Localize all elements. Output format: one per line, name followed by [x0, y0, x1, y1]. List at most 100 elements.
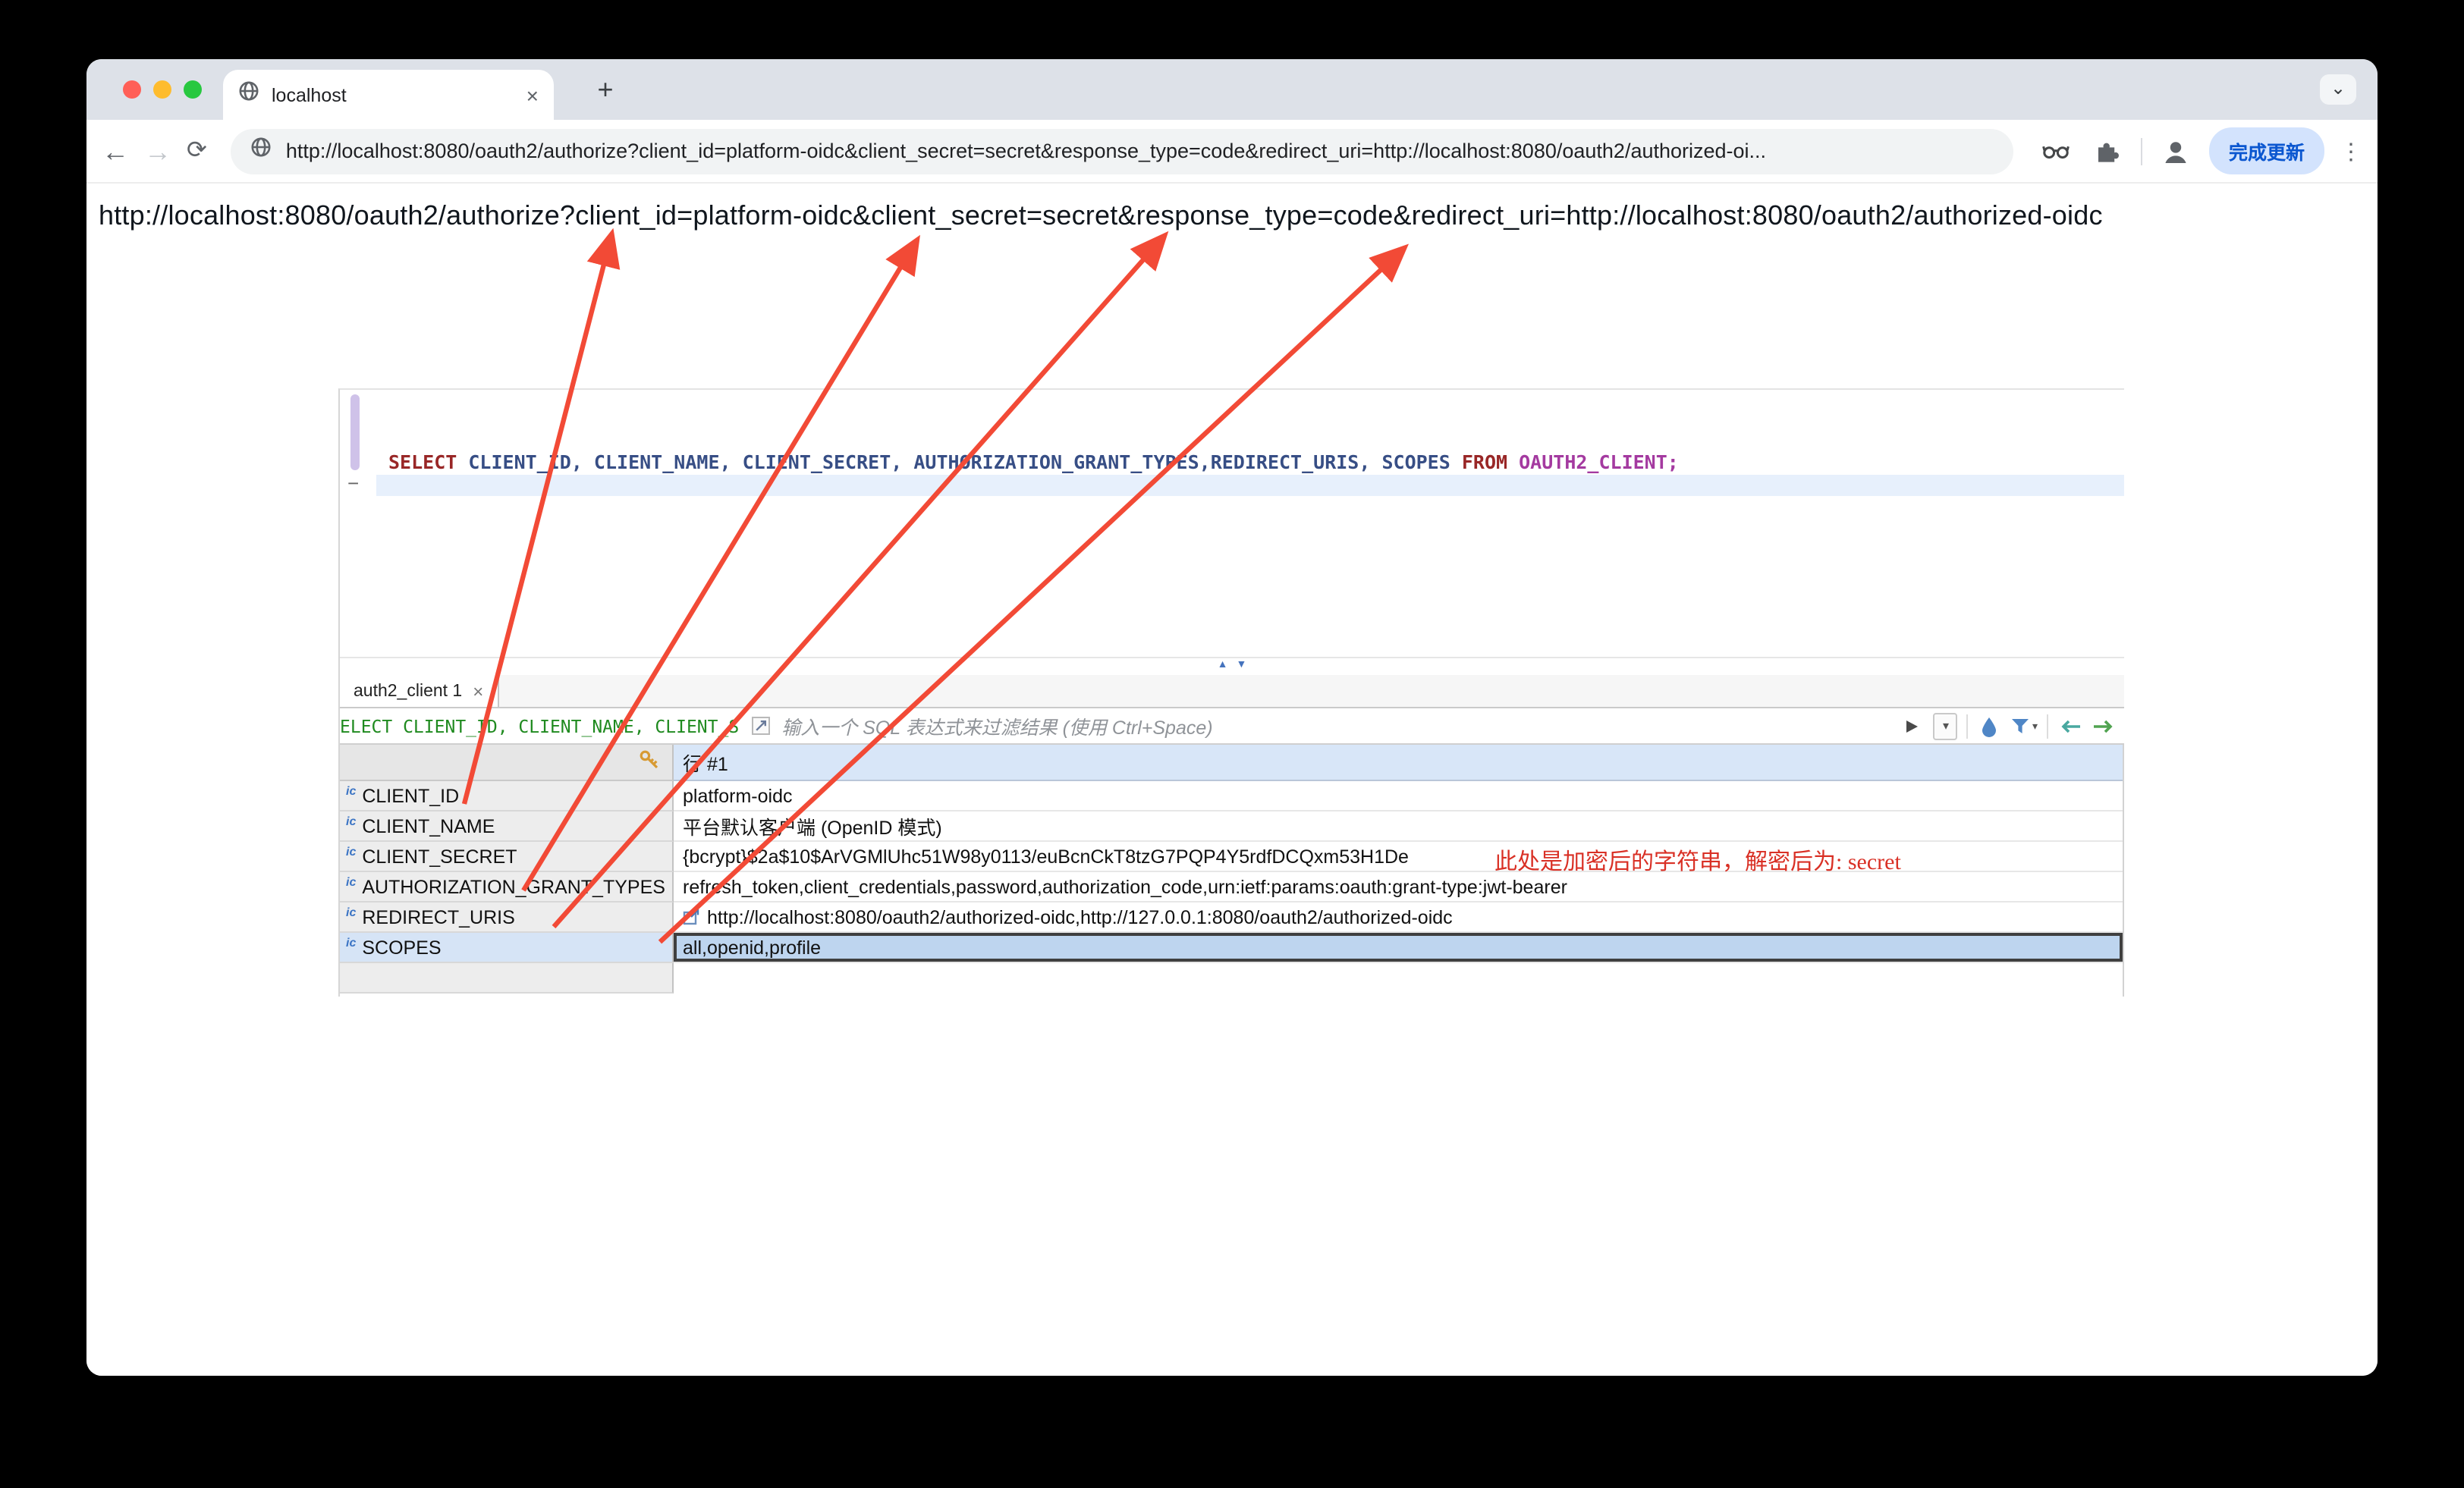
toolbar-divider — [2140, 137, 2142, 165]
filter-sql-text: ELECT CLIENT_ID, CLIENT_NAME, CLIENT_S — [340, 715, 740, 736]
forward-button[interactable]: → — [144, 136, 171, 166]
traffic-lights — [123, 80, 202, 99]
results-tab[interactable]: auth2_client 1 × — [340, 675, 499, 707]
table-row: ic SCOPES all,openid,profile — [340, 933, 2123, 963]
results-tab-label: auth2_client 1 — [354, 682, 463, 700]
sql-editor[interactable]: − SELECT CLIENT_ID, CLIENT_NAME, CLIENT_… — [340, 390, 2124, 657]
primary-key-icon — [639, 749, 660, 775]
cell-value-text: 平台默认客户端 (OpenID 模式) — [683, 818, 942, 839]
empty-value-cell — [674, 963, 2123, 994]
column-name-cell[interactable]: ic CLIENT_SECRET — [340, 842, 674, 872]
cell-value[interactable]: platform-oidc — [674, 781, 2123, 811]
cell-value[interactable]: all,openid,profile — [674, 933, 2123, 963]
empty-header-cell[interactable] — [340, 963, 674, 994]
cell-value-text: {bcrypt}$2a$10$ArVGMlUhc51W98y0113/euBcn… — [683, 846, 1409, 867]
browser-toolbar: ← → ⟳ http://localhost:8080/oauth2/autho… — [86, 120, 2378, 184]
filter-expression-icon[interactable] — [748, 712, 772, 739]
table-row: ic AUTHORIZATION_GRANT_TYPES refresh_token… — [340, 872, 2123, 903]
history-back-arrow-icon[interactable] — [2057, 712, 2082, 739]
tab-strip: localhost × + ⌄ — [86, 59, 2378, 120]
results-tab-close-icon[interactable]: × — [473, 680, 484, 702]
splitter-down-icon[interactable]: ▼ — [1236, 660, 1247, 670]
dbeaver-screenshot: − SELECT CLIENT_ID, CLIENT_NAME, CLIENT_… — [338, 388, 2124, 997]
close-window-button[interactable] — [123, 80, 141, 99]
sql-token-table: OAUTH2_CLIENT; — [1507, 450, 1679, 473]
sql-statement: SELECT CLIENT_ID, CLIENT_NAME, CLIENT_SE… — [388, 450, 1679, 473]
cell-value[interactable]: http://localhost:8080/oauth2/authorized-… — [674, 903, 2123, 933]
cell-value[interactable]: {bcrypt}$2a$10$ArVGMlUhc51W98y0113/euBcn… — [674, 842, 2123, 872]
column-name: SCOPES — [362, 937, 442, 958]
back-button[interactable]: ← — [102, 136, 129, 166]
sql-token-keyword: SELECT — [388, 450, 457, 473]
editor-results-splitter[interactable]: ▲ ▼ — [340, 657, 2124, 675]
address-url: http://localhost:8080/oauth2/authorize?c… — [285, 140, 1767, 162]
tab-list-chevron-icon[interactable]: ⌄ — [2320, 74, 2356, 105]
row-number-header[interactable]: 行 #1 — [674, 745, 2123, 781]
filter-input[interactable]: 输入一个 SQL 表达式来过滤结果 (使用 Ctrl+Space) — [781, 717, 1213, 739]
tab-close-icon[interactable]: × — [526, 83, 539, 107]
extensions-puzzle-icon[interactable] — [2089, 133, 2126, 169]
varchar-type-icon: ic — [346, 936, 357, 950]
splitter-up-icon[interactable]: ▲ — [1217, 660, 1228, 670]
row-number-header-label: 行 #1 — [683, 754, 728, 775]
varchar-type-icon: ic — [346, 875, 357, 889]
filter-bar-divider — [1966, 714, 1969, 738]
update-chrome-button[interactable]: 完成更新 — [2208, 127, 2324, 174]
clear-filter-droplet-icon[interactable] — [1978, 712, 2002, 739]
minimize-window-button[interactable] — [153, 80, 171, 99]
grid-corner-cell[interactable] — [340, 745, 674, 781]
column-name-cell[interactable]: ic CLIENT_NAME — [340, 811, 674, 842]
column-name: CLIENT_ID — [362, 785, 460, 806]
cell-value-text: http://localhost:8080/oauth2/authorized-… — [707, 906, 1453, 928]
varchar-type-icon: ic — [346, 784, 357, 798]
browser-tab[interactable]: localhost × — [223, 70, 554, 120]
reload-button[interactable]: ⟳ — [187, 137, 207, 163]
filter-bar-divider — [2047, 714, 2048, 738]
column-name-cell[interactable]: ic AUTHORIZATION_GRANT_TYPES — [340, 872, 674, 903]
filter-history-dropdown-icon[interactable]: ▾ — [1933, 712, 1958, 739]
history-forward-arrow-icon[interactable] — [2091, 712, 2115, 739]
table-row: ic REDIRECT_URIS http://localhost:8080/oau… — [340, 903, 2123, 933]
browser-window: localhost × + ⌄ ← → ⟳ http://localhost:8… — [86, 59, 2378, 1376]
extension-glasses-icon[interactable] — [2038, 133, 2074, 169]
column-name: AUTHORIZATION_GRANT_TYPES — [362, 876, 665, 897]
column-name: CLIENT_SECRET — [362, 846, 517, 867]
table-row: ic CLIENT_ID platform-oidc — [340, 781, 2123, 811]
cell-value-text: refresh_token,client_credentials,passwor… — [683, 876, 1567, 897]
column-name: CLIENT_NAME — [362, 815, 495, 837]
page-content: http://localhost:8080/oauth2/authorize?c… — [86, 184, 2378, 1376]
site-info-globe-icon — [251, 137, 272, 165]
current-line-highlight — [376, 475, 2124, 496]
sql-token-keyword: FROM — [1461, 450, 1508, 473]
varchar-type-icon: ic — [346, 845, 357, 859]
external-link-icon — [683, 909, 699, 925]
funnel-dropdown-caret-icon: ▾ — [2032, 721, 2038, 732]
tab-favicon-globe-icon — [238, 80, 259, 109]
sql-token-identifier: CLIENT_ID, CLIENT_NAME, CLIENT_SECRET, A… — [457, 450, 1462, 473]
cell-value[interactable]: refresh_token,client_credentials,passwor… — [674, 872, 2123, 903]
execute-filter-play-icon[interactable] — [1900, 712, 1925, 739]
new-tab-button[interactable]: + — [597, 74, 614, 105]
column-name-cell[interactable]: ic CLIENT_ID — [340, 781, 674, 811]
column-name: REDIRECT_URIS — [362, 906, 515, 928]
results-tab-bar: auth2_client 1 × — [340, 675, 2124, 708]
cell-value-text: all,openid,profile — [683, 937, 822, 958]
varchar-type-icon: ic — [346, 906, 357, 919]
menu-kebab-icon[interactable]: ⋮ — [2340, 139, 2362, 165]
filter-funnel-icon[interactable]: ▾ — [2011, 712, 2038, 739]
cell-value[interactable]: 平台默认客户端 (OpenID 模式) — [674, 811, 2123, 842]
cell-value-text: platform-oidc — [683, 785, 793, 806]
column-name-cell[interactable]: ic SCOPES — [340, 933, 674, 963]
zoom-window-button[interactable] — [184, 80, 202, 99]
column-name-cell[interactable]: ic REDIRECT_URIS — [340, 903, 674, 933]
page-url-text: http://localhost:8080/oauth2/authorize?c… — [99, 200, 2103, 231]
fold-collapse-icon[interactable]: − — [347, 472, 360, 494]
tab-title: localhost — [272, 84, 347, 105]
address-bar[interactable]: http://localhost:8080/oauth2/authorize?c… — [231, 128, 2013, 174]
profile-avatar-icon[interactable] — [2158, 133, 2194, 169]
grid-header-row: 行 #1 — [340, 745, 2123, 781]
results-filter-bar: ELECT CLIENT_ID, CLIENT_NAME, CLIENT_S 输… — [340, 708, 2124, 745]
varchar-type-icon: ic — [346, 815, 357, 828]
